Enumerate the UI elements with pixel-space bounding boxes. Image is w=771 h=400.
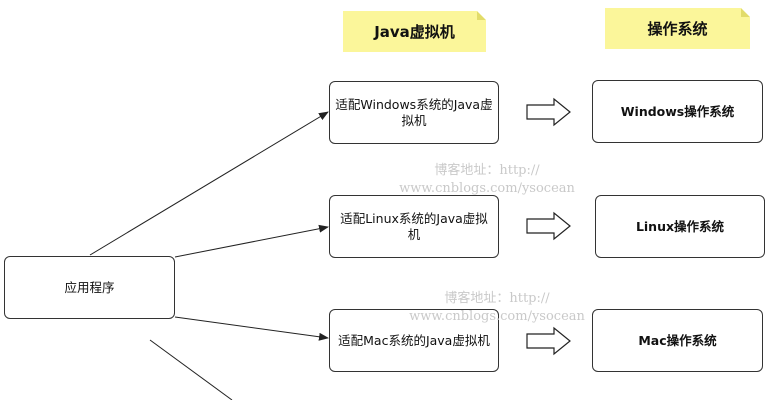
watermark-line1: 博客地址：http:// (444, 291, 550, 306)
connector-app-to-mac-jvm (174, 316, 329, 341)
linux-jvm-label: 适配Linux系统的Java虚拟机 (340, 210, 488, 242)
windows-os-box: Windows操作系统 (592, 80, 763, 143)
watermark-top: 博客地址：http:// www.cnblogs.com/ysocean (392, 162, 582, 198)
linux-jvm-box: 适配Linux系统的Java虚拟机 (329, 195, 499, 258)
os-header-label: 操作系统 (647, 20, 708, 38)
os-header-note: 操作系统 (605, 8, 750, 49)
windows-os-label: Windows操作系统 (620, 103, 735, 119)
linux-os-box: Linux操作系统 (595, 195, 765, 258)
hollow-arrow-windows (526, 97, 571, 127)
jvm-header-note: Java虚拟机 (343, 11, 486, 52)
application-label: 应用程序 (64, 279, 115, 295)
note-fold-icon (741, 8, 750, 17)
watermark-line1: 博客地址：http:// (434, 163, 540, 178)
mac-jvm-box: 适配Mac系统的Java虚拟机 (329, 309, 499, 372)
connector-app-to-linux-jvm (174, 224, 329, 258)
windows-jvm-label: 适配Windows系统的Java虚拟机 (335, 96, 493, 128)
watermark-bottom: 博客地址：http:// www.cnblogs.com/ysocean (402, 290, 592, 326)
windows-jvm-box: 适配Windows系统的Java虚拟机 (329, 81, 499, 144)
jvm-header-label: Java虚拟机 (374, 23, 455, 41)
application-box: 应用程序 (4, 256, 175, 319)
connector-app-to-windows-jvm (89, 111, 329, 256)
hollow-arrow-mac (526, 326, 571, 356)
linux-os-label: Linux操作系统 (635, 218, 725, 234)
mac-os-box: Mac操作系统 (592, 309, 763, 372)
mac-os-label: Mac操作系统 (638, 332, 717, 348)
note-fold-icon (477, 11, 486, 20)
connector-app-to-offscreen (149, 339, 233, 400)
watermark-line2: www.cnblogs.com/ysocean (399, 181, 575, 196)
watermark-line2: www.cnblogs.com/ysocean (409, 309, 585, 324)
hollow-arrow-linux (526, 211, 571, 241)
mac-jvm-label: 适配Mac系统的Java虚拟机 (338, 332, 490, 348)
